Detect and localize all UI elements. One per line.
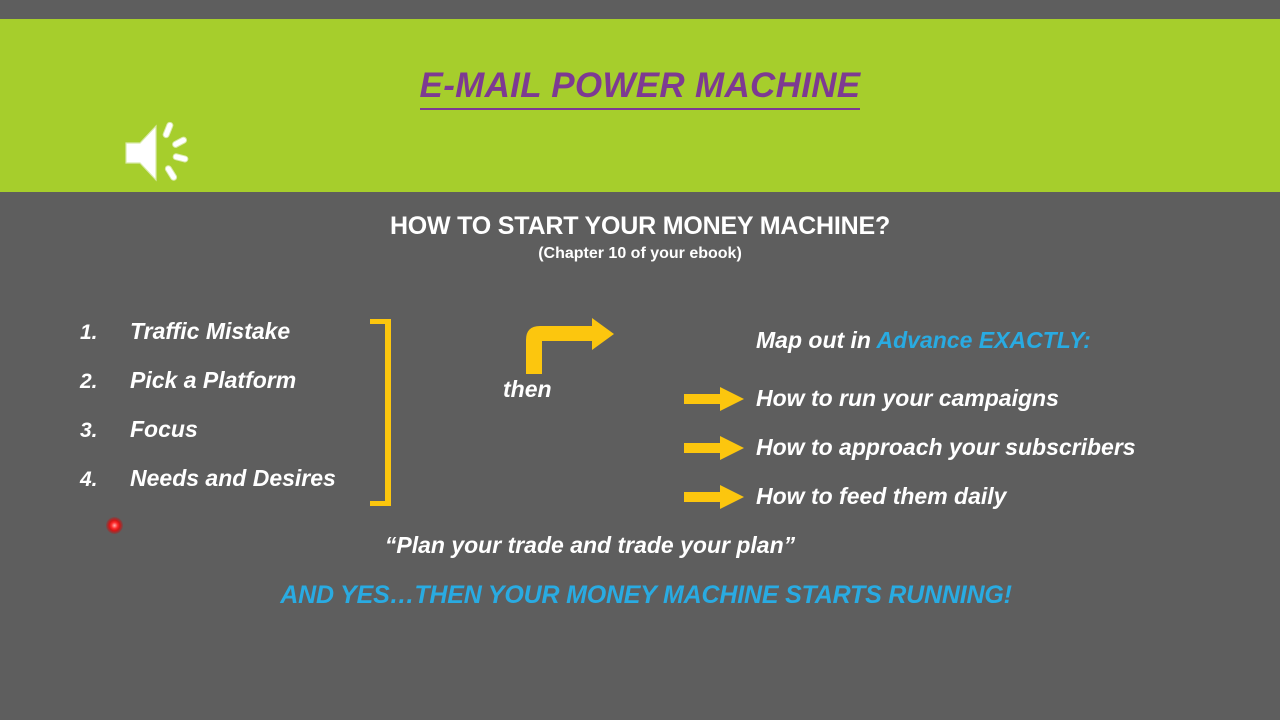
list-item: How to approach your subscribers xyxy=(684,423,1204,472)
right-arrow-icon xyxy=(684,484,744,509)
speaker-icon[interactable] xyxy=(122,118,198,188)
bent-arrow-icon xyxy=(518,318,616,374)
page-title: HOW TO START YOUR MONEY MACHINE? xyxy=(389,212,891,240)
slide-title-text: E-MAIL POWER MACHINE xyxy=(419,66,861,110)
steps-list: 1. Traffic Mistake 2. Pick a Platform 3.… xyxy=(80,318,380,514)
map-out-accent: Advance EXACTLY: xyxy=(876,327,1091,353)
step-number: 3. xyxy=(80,419,98,442)
closing-text: AND YES…THEN YOUR MONEY MACHINE STARTS R… xyxy=(280,581,1012,609)
quote-text: “Plan your trade and trade your plan” xyxy=(384,532,796,558)
point-label: How to run your campaigns xyxy=(756,385,1059,411)
points-list: How to run your campaigns How to approac… xyxy=(684,374,1204,521)
map-out-heading: Map out in Advance EXACTLY: xyxy=(756,327,1091,354)
step-label: Focus xyxy=(130,416,198,442)
list-item: 2. Pick a Platform xyxy=(80,367,380,416)
step-number: 4. xyxy=(80,468,98,491)
list-item: 1. Traffic Mistake xyxy=(80,318,380,367)
step-label: Traffic Mistake xyxy=(130,318,291,344)
step-number: 2. xyxy=(80,370,98,393)
list-item: How to run your campaigns xyxy=(684,374,1204,423)
step-label: Pick a Platform xyxy=(130,367,297,393)
step-number: 1. xyxy=(80,321,98,344)
step-label: Needs and Desires xyxy=(130,465,336,491)
laser-pointer-dot xyxy=(106,517,123,534)
map-out-prefix: Map out in xyxy=(756,327,877,353)
slide-title: E-MAIL POWER MACHINE xyxy=(0,66,1280,110)
right-bracket-icon xyxy=(369,318,392,507)
list-item: How to feed them daily xyxy=(684,472,1204,521)
header-band xyxy=(0,19,1280,192)
list-item: 3. Focus xyxy=(80,416,380,465)
page-subtitle: (Chapter 10 of your ebook) xyxy=(538,245,742,262)
right-arrow-icon xyxy=(684,386,744,411)
point-label: How to approach your subscribers xyxy=(756,434,1136,460)
top-bar xyxy=(0,0,1280,19)
right-arrow-icon xyxy=(684,435,744,460)
point-label: How to feed them daily xyxy=(756,483,1007,509)
then-label: then xyxy=(503,376,552,402)
list-item: 4. Needs and Desires xyxy=(80,465,380,514)
